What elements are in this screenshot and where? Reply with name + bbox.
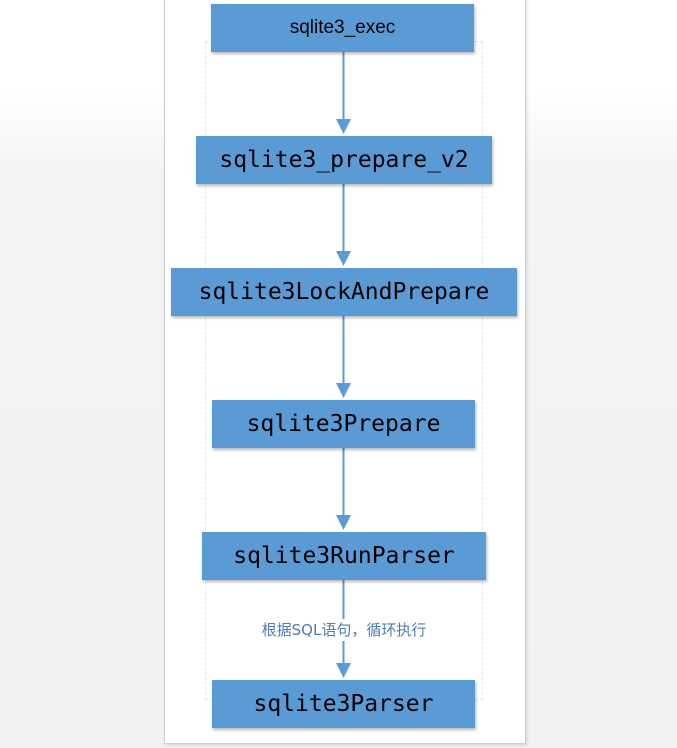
node-sqlite3-prepare-v2[interactable]: sqlite3_prepare_v2: [196, 136, 492, 184]
edge-label-loop: 根据SQL语句，循环执行: [244, 619, 444, 641]
node-sqlite3-exec[interactable]: sqlite3_exec: [211, 4, 474, 52]
node-sqlite3-lock-and-prepare[interactable]: sqlite3LockAndPrepare: [171, 268, 517, 316]
node-sqlite3-prepare[interactable]: sqlite3Prepare: [212, 400, 475, 448]
node-sqlite3-parser[interactable]: sqlite3Parser: [212, 680, 475, 728]
node-sqlite3-run-parser[interactable]: sqlite3RunParser: [202, 532, 486, 580]
